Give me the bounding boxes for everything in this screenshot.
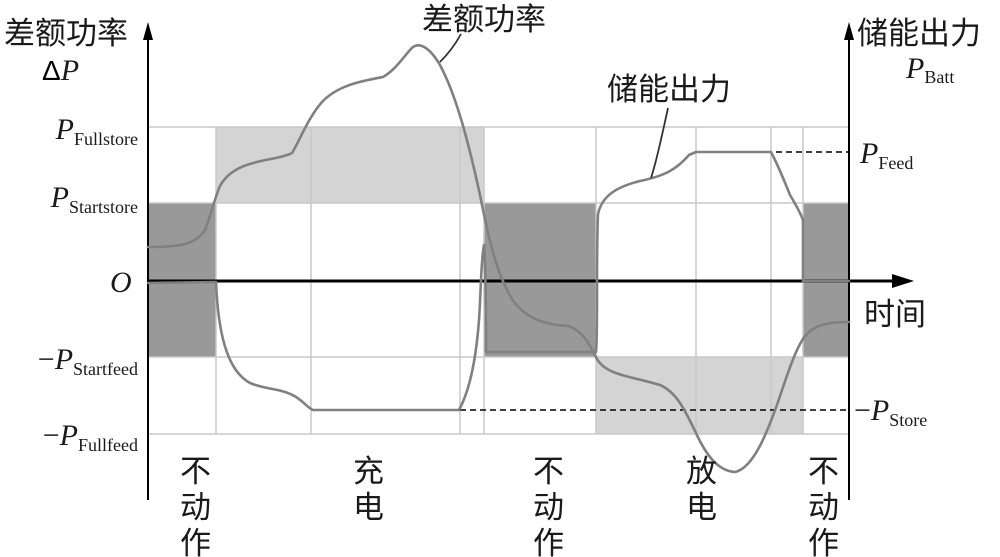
discharge-band <box>596 357 803 434</box>
svg-text:放: 放 <box>686 454 717 490</box>
svg-text:作: 作 <box>180 526 211 557</box>
phase-label-idle-3: 不 动 作 <box>808 454 839 557</box>
diff-power-curve <box>146 44 851 474</box>
left-axis-var: P <box>60 54 79 87</box>
label-feed: PFeed <box>859 137 913 173</box>
svg-text:动: 动 <box>808 490 839 526</box>
svg-text:不: 不 <box>533 454 564 490</box>
delta-symbol: Δ <box>42 55 61 86</box>
svg-text:充: 充 <box>353 454 384 490</box>
right-axis-title: 储能出力 <box>857 16 981 52</box>
label-startfeed: −PStartfeed <box>38 343 138 379</box>
label-fullfeed: −PFullfeed <box>43 419 138 455</box>
svg-text:动: 动 <box>533 490 564 526</box>
battery-output-leader <box>650 107 669 179</box>
battery-output-curve <box>146 150 851 412</box>
right-axis-arrow <box>844 22 854 40</box>
phase-label-idle-1: 不 动 作 <box>180 454 211 557</box>
label-fullstore: PFullstore <box>55 113 138 149</box>
left-axis-symbol: ΔP <box>42 54 79 87</box>
charge-band <box>216 127 484 203</box>
svg-text:电: 电 <box>353 490 384 526</box>
right-axis-symbol: PBatt <box>905 52 954 87</box>
battery-output-annotation: 储能出力 <box>607 72 731 108</box>
phase-label-discharge: 放 电 <box>686 454 717 526</box>
axes <box>143 22 914 500</box>
diff-power-leader <box>439 33 462 63</box>
label-store: −PStore <box>854 394 927 430</box>
right-axis-sub: Batt <box>924 67 954 87</box>
diff-power-annotation: 差额功率 <box>422 2 546 38</box>
svg-text:不: 不 <box>808 454 839 490</box>
svg-text:动: 动 <box>180 490 211 526</box>
phase-label-idle-2: 不 动 作 <box>533 454 564 557</box>
time-axis-arrow <box>892 274 914 288</box>
phase-label-charge: 充 电 <box>353 454 384 526</box>
label-startstore: PStartstore <box>50 181 138 217</box>
svg-text:电: 电 <box>686 490 717 526</box>
right-axis-var: P <box>905 52 924 85</box>
svg-text:作: 作 <box>533 526 564 557</box>
left-axis-arrow <box>143 22 153 40</box>
time-axis-label: 时间 <box>864 297 926 333</box>
left-axis-title: 差额功率 <box>4 16 128 52</box>
origin-label: O <box>110 266 132 299</box>
svg-text:作: 作 <box>808 526 839 557</box>
svg-text:不: 不 <box>180 454 211 490</box>
